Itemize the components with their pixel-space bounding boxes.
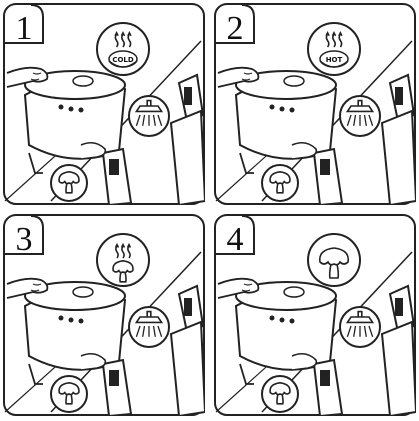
step-panel-1: COLD 1 xyxy=(3,3,205,205)
top-icon-text: COLD xyxy=(112,56,134,64)
step-panel-4: 4 xyxy=(214,214,416,416)
step-panel-2: HOT 2 xyxy=(214,3,416,205)
steam-hot-icon: HOT xyxy=(308,23,360,75)
mushroom-icon xyxy=(262,376,298,412)
shower-nozzle-icon xyxy=(129,96,169,136)
step-panel-illustration: COLD 1 xyxy=(3,3,205,205)
step-number: 1 xyxy=(16,10,33,47)
step-panel-illustration: HOT 2 xyxy=(214,3,416,205)
mushroom-icon xyxy=(308,234,360,286)
steam-mushroom-icon xyxy=(97,234,149,286)
step-number: 4 xyxy=(227,221,244,258)
step-panel-illustration: 3 xyxy=(3,214,205,416)
step-number: 2 xyxy=(227,10,244,47)
step-number: 3 xyxy=(16,221,33,258)
steam-cold-icon: COLD xyxy=(97,23,149,75)
shower-nozzle-icon xyxy=(129,307,169,347)
mushroom-icon xyxy=(262,165,298,201)
top-icon-text: HOT xyxy=(326,56,343,64)
mushroom-icon xyxy=(51,376,87,412)
shower-nozzle-icon xyxy=(340,96,380,136)
step-panel-illustration: 4 xyxy=(214,214,416,416)
mushroom-icon xyxy=(51,165,87,201)
shower-nozzle-icon xyxy=(340,307,380,347)
step-panel-3: 3 xyxy=(3,214,205,416)
